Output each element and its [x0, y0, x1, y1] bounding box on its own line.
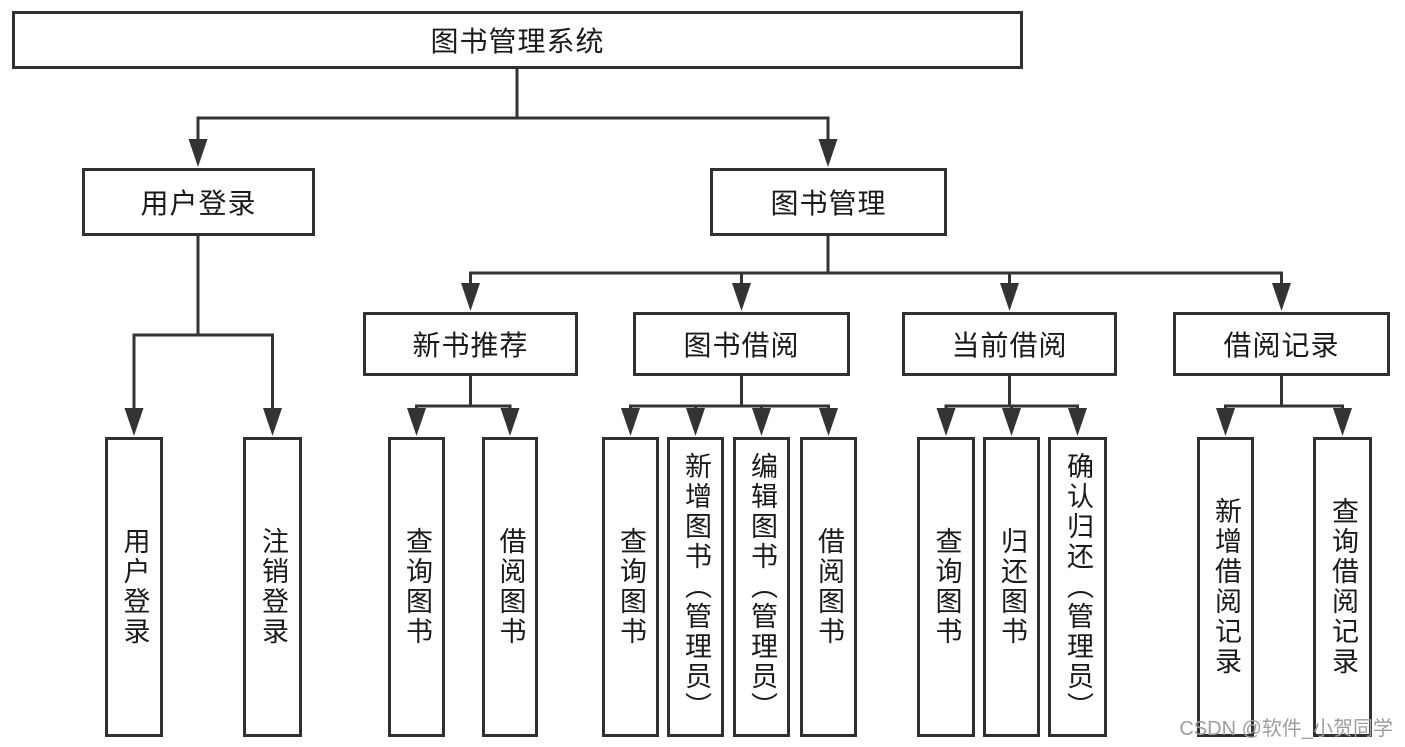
- leaf-borrow-borrow-book: 借阅图书: [800, 437, 857, 737]
- leaf-label: 编辑图书（管理员）: [747, 452, 777, 722]
- leaf-borrow-query-book: 查询图书: [602, 437, 659, 737]
- leaf-current-query-book: 查询图书: [917, 437, 975, 737]
- node-book-borrow: 图书借阅: [633, 312, 850, 376]
- node-label: 图书管理: [770, 188, 887, 219]
- leaf-records-query-record: 查询借阅记录: [1313, 437, 1372, 737]
- leaf-current-confirm-return-admin: 确认归还（管理员）: [1048, 437, 1107, 737]
- leaf-logout: 注销登录: [243, 437, 302, 737]
- leaf-borrow-add-book-admin: 新增图书（管理员）: [667, 437, 724, 737]
- leaf-label: 归还图书: [997, 527, 1027, 647]
- node-new-book-recommend: 新书推荐: [363, 312, 578, 376]
- node-current-borrow: 当前借阅: [902, 312, 1117, 376]
- node-label: 图书借阅: [683, 330, 800, 361]
- leaf-label: 查询图书: [616, 527, 646, 647]
- leaf-label: 新增图书（管理员）: [681, 452, 711, 722]
- leaf-recommend-borrow-book: 借阅图书: [482, 437, 538, 737]
- leaf-label: 确认归还（管理员）: [1063, 452, 1093, 722]
- leaf-label: 用户登录: [119, 527, 150, 647]
- node-label: 借阅记录: [1223, 330, 1340, 361]
- leaf-borrow-edit-book-admin: 编辑图书（管理员）: [733, 437, 790, 737]
- node-borrow-records: 借阅记录: [1173, 312, 1390, 376]
- node-user-login: 用户登录: [82, 168, 315, 236]
- leaf-label: 查询图书: [402, 527, 432, 647]
- leaf-label: 借阅图书: [814, 527, 844, 647]
- node-label: 当前借阅: [951, 330, 1068, 361]
- leaf-label: 新增借阅记录: [1211, 497, 1241, 677]
- csdn-watermark: CSDN @软件_小贺同学: [1179, 718, 1393, 740]
- leaf-user-login: 用户登录: [105, 437, 163, 737]
- leaf-current-return-book: 归还图书: [983, 437, 1040, 737]
- leaf-label: 查询借阅记录: [1328, 497, 1358, 677]
- leaf-label: 注销登录: [258, 527, 288, 647]
- leaf-recommend-query-book: 查询图书: [388, 437, 445, 737]
- leaf-label: 借阅图书: [495, 527, 526, 647]
- node-label: 新书推荐: [412, 330, 529, 361]
- leaf-label: 查询图书: [931, 527, 962, 647]
- node-label: 图书管理系统: [430, 26, 605, 57]
- node-book-management: 图书管理: [710, 168, 947, 236]
- leaf-records-add-record: 新增借阅记录: [1197, 437, 1254, 737]
- node-library-system: 图书管理系统: [12, 11, 1023, 69]
- node-label: 用户登录: [140, 188, 257, 219]
